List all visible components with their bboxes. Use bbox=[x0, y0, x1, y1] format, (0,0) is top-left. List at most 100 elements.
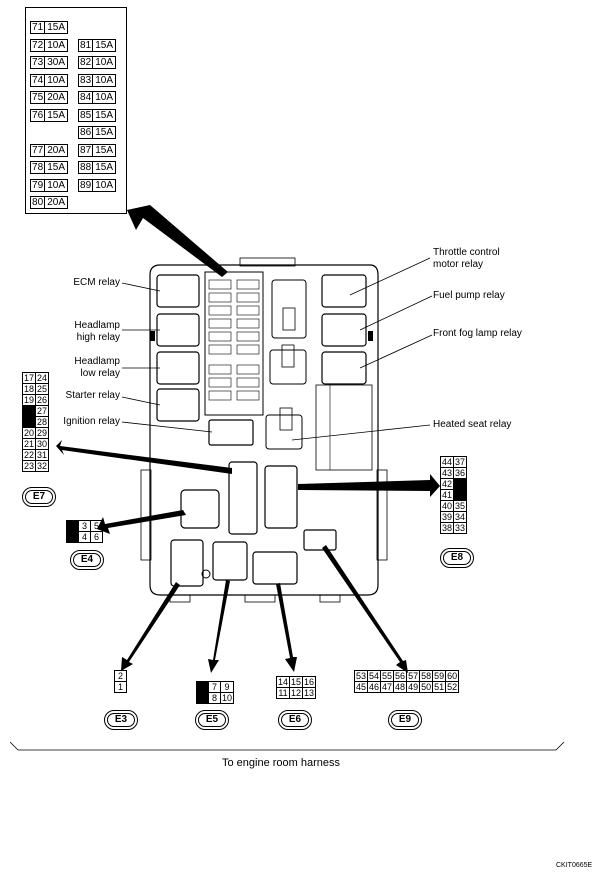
connector-e8-pin bbox=[453, 478, 468, 490]
connector-e8-pin: 43 bbox=[439, 467, 455, 479]
front-fog-relay-box bbox=[321, 351, 367, 385]
heated-seat-relay-label: Heated seat relay bbox=[433, 419, 512, 430]
fuse-panel-arrow bbox=[127, 205, 228, 277]
connector-e7-pin: 28 bbox=[35, 416, 50, 428]
connector-e6-pin: 15 bbox=[289, 676, 304, 688]
headlamp-low-relay-label-2: low relay bbox=[80, 368, 120, 379]
connector-e5-pin: 7 bbox=[208, 681, 221, 693]
heated-seat-relay-box bbox=[265, 414, 303, 450]
connector-e8-pin: 37 bbox=[453, 456, 468, 468]
connector-e5-pin bbox=[196, 681, 209, 693]
connector-e7-pin: 29 bbox=[35, 427, 50, 439]
connector-e9-pin: 54 bbox=[367, 670, 382, 682]
fuse-block bbox=[204, 271, 264, 416]
connector-e3-badge: E3 bbox=[104, 710, 138, 730]
connector-e8-pin: 34 bbox=[453, 511, 468, 523]
throttle-relay-label-2: motor relay bbox=[433, 259, 484, 270]
connector-e7-pin: 19 bbox=[21, 394, 37, 406]
connector-e9-pin: 57 bbox=[406, 670, 421, 682]
connector-e6-pin: 12 bbox=[289, 687, 304, 699]
figure-code: CKIT0665E bbox=[556, 862, 593, 869]
headlamp-low-relay-label-1: Headlamp bbox=[74, 356, 120, 367]
connector-e6-pin: 11 bbox=[275, 687, 291, 699]
connector-e8-pin: 40 bbox=[439, 500, 455, 512]
connector-e9-pin: 50 bbox=[419, 681, 434, 693]
connector-e7-pin: 22 bbox=[21, 449, 37, 461]
connector-e5-pin: 8 bbox=[208, 692, 221, 704]
connector-e9-pin: 52 bbox=[445, 681, 460, 693]
connector-e7-pin: 24 bbox=[35, 372, 50, 384]
connector-e5-pin: 10 bbox=[219, 692, 235, 704]
starter-relay-box bbox=[156, 388, 200, 422]
connector-e9-pin: 60 bbox=[445, 670, 460, 682]
connector-e8-pin: 42 bbox=[439, 478, 455, 490]
connector-e9-pin: 55 bbox=[380, 670, 395, 682]
connector-e7-pin: 23 bbox=[21, 460, 37, 472]
ecm-relay-label: ECM relay bbox=[73, 277, 120, 288]
connector-e8-pin: 38 bbox=[439, 522, 455, 534]
connector-e7-pin: 32 bbox=[35, 460, 50, 472]
connector-e9-pin: 45 bbox=[353, 681, 369, 693]
connector-e5-pin bbox=[196, 692, 209, 704]
connector-e9-pin: 48 bbox=[393, 681, 408, 693]
connector-e4-pin: 3 bbox=[78, 520, 91, 532]
connector-e7-pin: 31 bbox=[35, 449, 50, 461]
harness-caption: To engine room harness bbox=[222, 757, 341, 769]
connector-e9-pin: 56 bbox=[393, 670, 408, 682]
relay-box-outline bbox=[149, 264, 379, 596]
connector-e6-pin: 16 bbox=[302, 676, 317, 688]
connector-e9-pin: 59 bbox=[432, 670, 447, 682]
connector-e7-pin: 30 bbox=[35, 438, 50, 450]
connector-e8-pin: 41 bbox=[439, 489, 455, 501]
connector-e8-pin: 44 bbox=[439, 456, 455, 468]
connector-e8-pin: 33 bbox=[453, 522, 468, 534]
connector-e5-badge: E5 bbox=[195, 710, 229, 730]
connector-e8-pin bbox=[453, 489, 468, 501]
connector-e3-pin: 1 bbox=[114, 681, 127, 693]
connector-e8-pin: 35 bbox=[453, 500, 468, 512]
connector-e6-pin: 14 bbox=[275, 676, 291, 688]
connector-e8-pin: 36 bbox=[453, 467, 468, 479]
connector-e7-pin: 26 bbox=[35, 394, 50, 406]
connector-e3-pin: 2 bbox=[114, 670, 127, 682]
connector-e5-pin: 9 bbox=[219, 681, 235, 693]
fuel-pump-relay-box bbox=[321, 313, 367, 347]
connector-e6-badge: E6 bbox=[278, 710, 312, 730]
ecm-relay-box bbox=[156, 274, 200, 308]
connector-e7-pin bbox=[21, 416, 37, 428]
connector-e9-pin: 47 bbox=[380, 681, 395, 693]
connector-e7-pin: 20 bbox=[21, 427, 37, 439]
ignition-relay-label: Ignition relay bbox=[63, 416, 120, 427]
connector-e7-badge: E7 bbox=[22, 487, 56, 507]
front-fog-relay-label: Front fog lamp relay bbox=[433, 328, 522, 339]
throttle-relay-box bbox=[321, 274, 367, 308]
ignition-relay-box bbox=[208, 419, 254, 446]
connector-e8-badge: E8 bbox=[440, 548, 474, 568]
headlamp-low-relay-box bbox=[156, 351, 200, 385]
connector-e9-pin: 58 bbox=[419, 670, 434, 682]
throttle-relay-label-1: Throttle control bbox=[433, 247, 500, 258]
connector-e4-pin: 6 bbox=[90, 531, 103, 543]
connector-e7-pin: 17 bbox=[21, 372, 37, 384]
